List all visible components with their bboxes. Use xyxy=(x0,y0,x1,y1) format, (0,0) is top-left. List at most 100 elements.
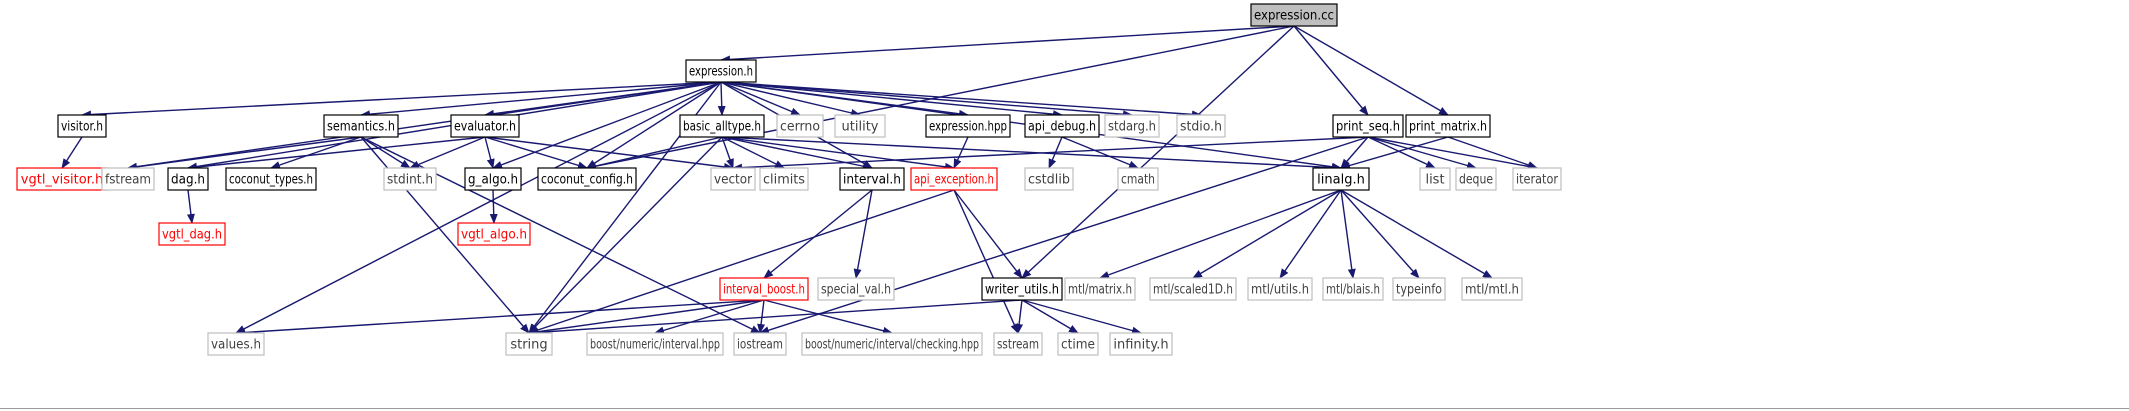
node-string: string xyxy=(505,332,553,356)
edge-expression_h-to-stdarg_h xyxy=(720,81,1133,119)
node-mtl-scaled1d-h: mtl/scaled1D.h xyxy=(1149,277,1237,301)
node-label: mtl/mtl.h xyxy=(1465,283,1519,298)
node-label: dag.h xyxy=(171,173,205,188)
include-edge xyxy=(720,81,1202,119)
node-fstream: fstream xyxy=(101,167,155,191)
bottom-divider xyxy=(0,408,2129,409)
edge-basic_alltype_h-to-vector xyxy=(721,136,734,169)
node-coconut-types-h[interactable]: coconut_types.h xyxy=(225,167,317,191)
node-label: typeinfo xyxy=(1396,283,1442,298)
node-layer: expression.ccexpression.hvisitor.hvgtl_v… xyxy=(16,3,1562,356)
node-special-val-h: special_val.h xyxy=(817,277,895,301)
edge-writer_utils_h-to-ctime xyxy=(1021,299,1079,334)
node-label: coconut_config.h xyxy=(541,173,633,188)
node-label: ctime xyxy=(1061,338,1095,353)
edge-expression_cc-to-expression_h xyxy=(720,25,1295,64)
node-semantics-h[interactable]: semantics.h xyxy=(323,114,399,138)
node-print-matrix-h[interactable]: print_matrix.h xyxy=(1405,114,1491,138)
edge-expression_h-to-utility xyxy=(720,81,861,117)
include-edge xyxy=(484,136,734,171)
node-values-h: values.h xyxy=(207,332,265,356)
node-box xyxy=(1024,114,1100,138)
edge-evaluator_h-to-dag_h xyxy=(187,136,486,172)
node-box xyxy=(505,332,553,356)
node-visitor-h[interactable]: visitor.h xyxy=(57,114,107,138)
edge-visitor_h-to-vgtl_visitor_h xyxy=(61,136,83,169)
node-label: semantics.h xyxy=(327,120,395,135)
include-edge xyxy=(1367,136,1436,169)
node-api-debug-h[interactable]: api_debug.h xyxy=(1024,114,1100,138)
edge-expression_hpp-to-api_exception_h xyxy=(953,136,969,169)
node-dag-h[interactable]: dag.h xyxy=(167,167,209,191)
node-print-seq-h[interactable]: print_seq.h xyxy=(1332,114,1404,138)
node-cerrno: cerrno xyxy=(776,114,824,138)
node-expression-cc[interactable]: expression.cc xyxy=(1250,3,1338,27)
include-edge xyxy=(528,189,955,334)
edge-basic_alltype_h-to-linalg_h xyxy=(721,136,1342,172)
node-box xyxy=(1064,277,1136,301)
edge-layer xyxy=(61,25,1538,337)
node-label: evaluator.h xyxy=(454,120,516,135)
node-vgtl-algo-h: vgtl_algo.h xyxy=(457,222,531,246)
node-basic-alltype-h[interactable]: basic_alltype.h xyxy=(679,114,765,138)
edge-writer_utils_h-to-string xyxy=(528,299,1023,337)
node-label: iterator xyxy=(1516,173,1559,188)
include-edge xyxy=(953,136,969,169)
include-edge xyxy=(586,136,723,170)
node-vector: vector xyxy=(710,167,756,191)
node-expression-hpp[interactable]: expression.hpp xyxy=(925,114,1011,138)
node-box xyxy=(679,114,765,138)
node-interval-h[interactable]: interval.h xyxy=(839,167,905,191)
edge-linalg_h-to-mtl_mtl_h xyxy=(1340,189,1493,279)
include-edge xyxy=(720,81,861,117)
node-box xyxy=(1250,3,1338,27)
include-edge xyxy=(953,189,1023,279)
include-edge xyxy=(720,25,1295,64)
node-linalg-h[interactable]: linalg.h xyxy=(1312,167,1370,191)
node-box xyxy=(1461,277,1523,301)
edge-interval_boost_h-to-string xyxy=(528,299,765,336)
node-evaluator-h[interactable]: evaluator.h xyxy=(450,114,520,138)
include-edge xyxy=(1279,189,1342,279)
node-box xyxy=(801,332,983,356)
node-label: fstream xyxy=(105,173,151,188)
node-box xyxy=(457,222,531,246)
include-edge xyxy=(1367,136,1477,170)
node-box xyxy=(776,114,824,138)
node-label: utility xyxy=(842,120,879,135)
edge-expression_h-to-fstream xyxy=(127,81,722,171)
node-label: infinity.h xyxy=(1113,338,1168,353)
node-ctime: ctime xyxy=(1057,332,1099,356)
edge-basic_alltype_h-to-interval_h xyxy=(721,136,873,171)
include-edge xyxy=(720,81,1133,119)
node-label: cmath xyxy=(1121,173,1155,188)
include-edge xyxy=(1340,189,1493,279)
node-label: cerrno xyxy=(780,120,820,135)
node-label: boost/numeric/interval.hpp xyxy=(590,338,720,353)
node-box xyxy=(839,167,905,191)
node-box xyxy=(759,167,809,191)
node-label: vector xyxy=(714,173,753,188)
edge-print_matrix_h-to-iterator xyxy=(1447,136,1538,169)
node-infinity-h: infinity.h xyxy=(1109,332,1173,356)
edge-print_seq_h-to-list xyxy=(1367,136,1436,169)
node-climits: climits xyxy=(759,167,809,191)
node-expression-h[interactable]: expression.h xyxy=(685,59,757,83)
node-boost-interval-hpp: boost/numeric/interval.hpp xyxy=(586,332,724,356)
include-edge xyxy=(1447,136,1538,169)
node-box xyxy=(1419,167,1451,191)
edge-evaluator_h-to-vector xyxy=(484,136,734,171)
node-box xyxy=(1117,167,1159,191)
node-label: mtl/matrix.h xyxy=(1068,283,1132,298)
node-g-algo-h[interactable]: g_algo.h xyxy=(464,167,522,191)
edge-print_matrix_h-to-linalg_h xyxy=(1340,136,1449,170)
edge-api_exception_h-to-string xyxy=(528,189,955,334)
node-box xyxy=(1455,167,1497,191)
node-writer-utils-h[interactable]: writer_utils.h xyxy=(981,277,1063,301)
include-edge xyxy=(721,136,955,171)
node-box xyxy=(464,167,522,191)
node-box xyxy=(323,114,399,138)
node-coconut-config-h[interactable]: coconut_config.h xyxy=(537,167,637,191)
node-vgtl-dag-h: vgtl_dag.h xyxy=(158,222,226,246)
node-box xyxy=(1247,277,1313,301)
